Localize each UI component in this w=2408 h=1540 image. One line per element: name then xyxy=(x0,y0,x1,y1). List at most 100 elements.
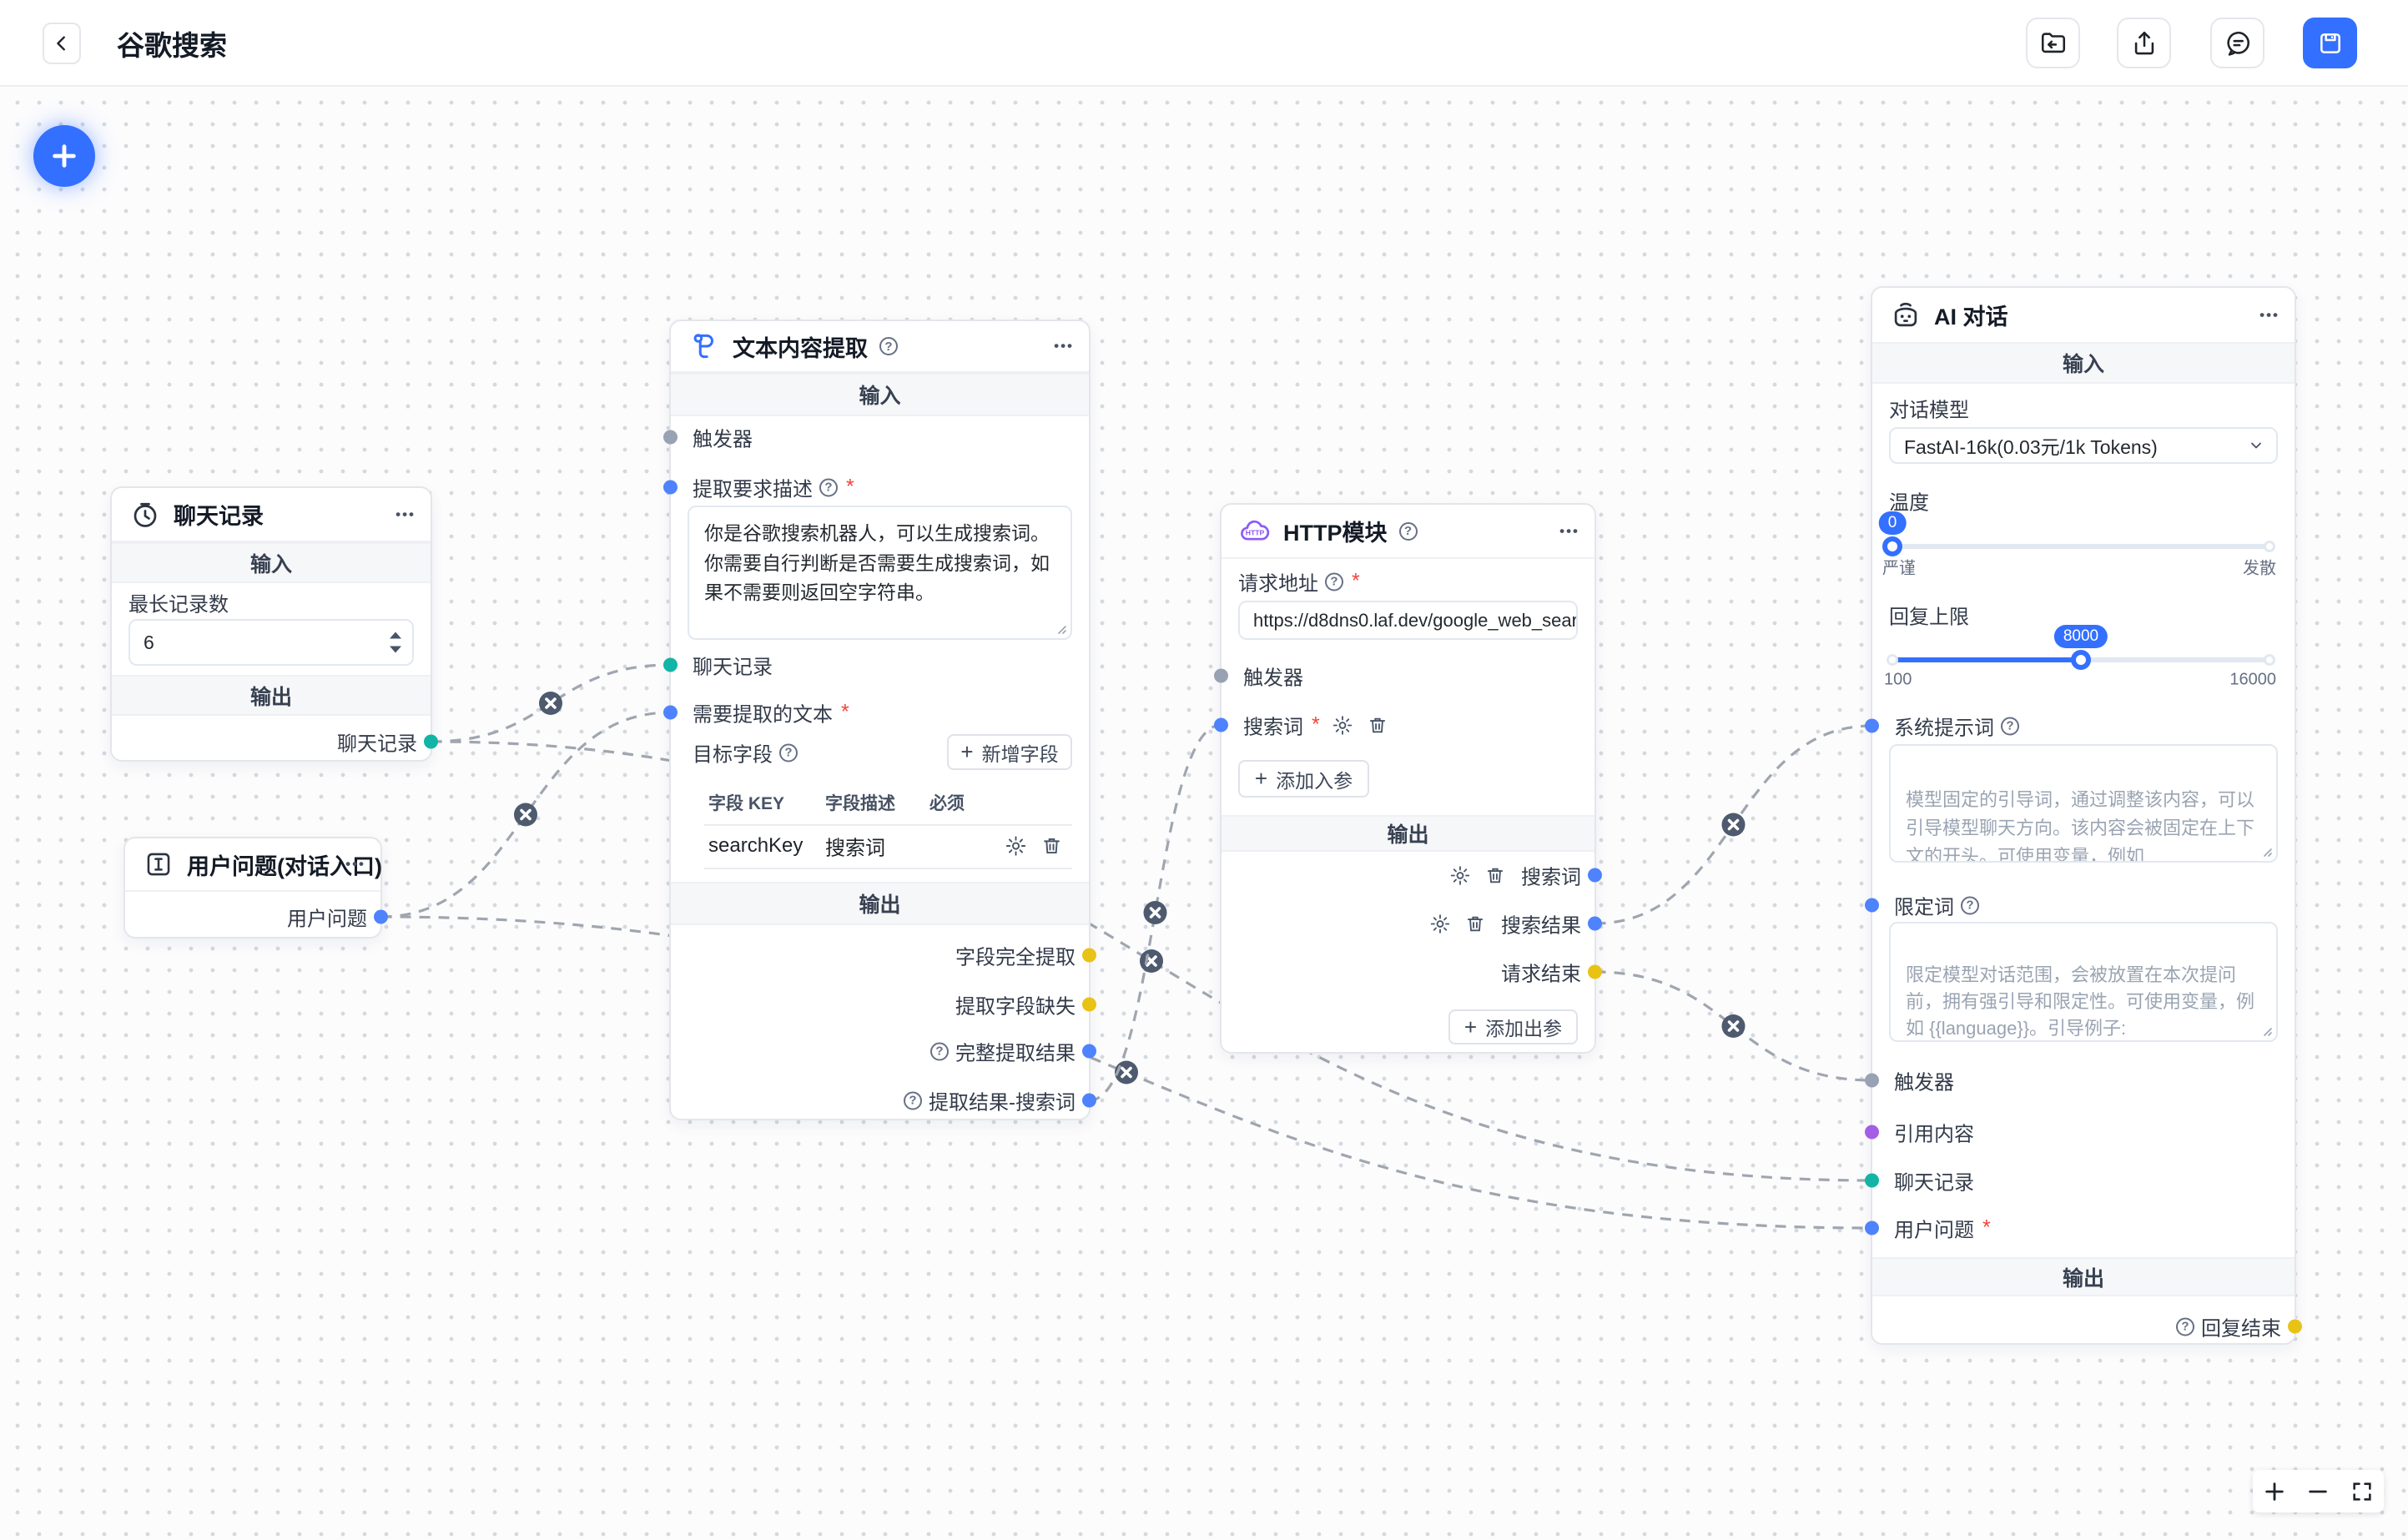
export-button[interactable] xyxy=(2117,18,2171,68)
node-text-extract[interactable]: 文本内容提取 ? ••• 输入 触发器 提取要求描述 ? * 你是谷歌搜索机器人… xyxy=(663,320,1096,1120)
port-extract-trigger[interactable] xyxy=(663,430,678,445)
node-menu-button[interactable]: ••• xyxy=(2259,306,2280,323)
edit-param-button[interactable] xyxy=(1332,714,1353,736)
port-http-search[interactable] xyxy=(1214,717,1228,732)
port-ai-restrict[interactable] xyxy=(1865,898,1879,913)
delete-output-button[interactable] xyxy=(1484,864,1506,886)
port-http-out-result[interactable] xyxy=(1588,916,1602,931)
port-userq-out[interactable] xyxy=(374,909,388,924)
gear-icon xyxy=(1430,913,1450,934)
add-field-button[interactable]: + 新增字段 xyxy=(947,734,1072,770)
input-section-header: 输入 xyxy=(112,542,431,583)
edit-field-button[interactable] xyxy=(1005,835,1027,858)
delete-param-button[interactable] xyxy=(1367,714,1388,736)
port-ai-quote[interactable] xyxy=(1865,1125,1879,1140)
step-up-icon[interactable] xyxy=(389,632,402,640)
model-select[interactable]: FastAI-16k(0.03元/1k Tokens) xyxy=(1889,427,2278,464)
output-row: ? 提取结果-搜索词 xyxy=(904,1086,1076,1115)
output-label: 回复结束 xyxy=(2201,1317,2281,1341)
resize-handle-icon[interactable] xyxy=(2259,844,2273,858)
reply-limit-slider[interactable] xyxy=(1887,650,2275,670)
delete-output-button[interactable] xyxy=(1464,913,1486,934)
port-ai-sysprompt[interactable] xyxy=(1865,718,1879,733)
search-input-row: 搜索词 * xyxy=(1243,711,1388,740)
port-ai-out-end[interactable] xyxy=(2288,1319,2302,1334)
temperature-slider-thumb[interactable] xyxy=(1882,536,1902,556)
gear-icon xyxy=(1332,715,1352,735)
model-value: FastAI-16k(0.03元/1k Tokens) xyxy=(1904,436,2158,458)
chat-test-button[interactable] xyxy=(2210,18,2264,68)
restrict-row: 限定词 ? xyxy=(1894,891,1979,920)
temperature-slider[interactable] xyxy=(1882,536,2275,556)
history-row: 聊天记录 xyxy=(1894,1166,1974,1195)
resize-handle-icon[interactable] xyxy=(2259,1024,2273,1037)
port-extract-desc[interactable] xyxy=(663,480,678,495)
output-row: ? 回复结束 xyxy=(2176,1312,2281,1341)
back-button[interactable] xyxy=(43,23,81,64)
field-desc-cell: 搜索词 xyxy=(825,837,885,860)
port-extract-full[interactable] xyxy=(1082,1044,1096,1059)
node-menu-button[interactable]: ••• xyxy=(395,506,416,522)
save-button[interactable] xyxy=(2303,18,2357,68)
delete-edge-button[interactable] xyxy=(1721,1014,1746,1038)
output-row-history: 聊天记录 xyxy=(337,727,417,757)
port-http-out-end[interactable] xyxy=(1588,964,1602,979)
port-ai-userq[interactable] xyxy=(1865,1220,1879,1236)
zoom-out-button[interactable] xyxy=(2306,1480,2330,1503)
port-extract-missing[interactable] xyxy=(1082,997,1096,1012)
folder-import-icon xyxy=(2041,32,2065,53)
node-user-question[interactable]: 用户问题(对话入口) ••• 用户问题 xyxy=(123,837,388,939)
port-http-trigger[interactable] xyxy=(1214,668,1228,683)
node-menu-button[interactable]: ••• xyxy=(1054,338,1074,354)
port-http-out-search[interactable] xyxy=(1588,868,1602,883)
trigger-row: 触发器 xyxy=(1243,662,1303,691)
output-label: 聊天记录 xyxy=(337,732,417,756)
node-http[interactable]: HTTP HTTP模块 ? ••• 请求地址 ? * https://d8dns… xyxy=(1214,503,1602,1054)
fit-view-button[interactable] xyxy=(2350,1480,2374,1503)
reply-limit-slider-thumb[interactable] xyxy=(2071,650,2091,670)
node-ai-chat[interactable]: AI 对话 ••• 输入 对话模型 FastAI-16k(0.03元/1k To… xyxy=(1865,286,2302,1345)
add-node-button[interactable] xyxy=(33,125,95,187)
svg-text:HTTP: HTTP xyxy=(1246,528,1265,536)
node-menu-button[interactable]: ••• xyxy=(1559,522,1579,539)
delete-edge-button[interactable] xyxy=(1721,813,1746,837)
add-input-param-button[interactable]: + 添加入参 xyxy=(1238,760,1369,798)
resize-handle-icon[interactable] xyxy=(1054,622,1067,635)
edit-output-button[interactable] xyxy=(1449,864,1471,886)
port-extract-complete[interactable] xyxy=(1082,948,1096,963)
output-section-header: 输出 xyxy=(112,675,431,716)
help-icon: ? xyxy=(819,478,838,496)
help-icon: ? xyxy=(1961,896,1979,914)
edit-output-button[interactable] xyxy=(1429,913,1451,934)
system-prompt-textarea[interactable]: 模型固定的引导词，通过调整该内容，可以引导模型聊天方向。该内容会被固定在上下文的… xyxy=(1889,744,2278,863)
delete-edge-button[interactable] xyxy=(539,692,562,715)
max-records-input[interactable]: 6 xyxy=(128,619,414,666)
port-history-out[interactable] xyxy=(424,734,438,749)
desc-textarea[interactable]: 你是谷歌搜索机器人，可以生成搜索词。你需要自行判断是否需要生成搜索词，如果不需要… xyxy=(688,506,1072,640)
delete-edge-button[interactable] xyxy=(514,803,537,827)
url-input[interactable]: https://d8dns0.laf.dev/google_web_search xyxy=(1238,601,1578,640)
field-key-cell: searchKey xyxy=(708,834,804,857)
port-extract-text[interactable] xyxy=(663,705,678,720)
flow-canvas[interactable]: 聊天记录 ••• 输入 最长记录数 6 输出 聊天记录 xyxy=(0,87,2408,1540)
zoom-in-button[interactable] xyxy=(2263,1480,2286,1503)
delete-edge-button[interactable] xyxy=(1140,949,1163,973)
reply-limit-max-label: 16000 xyxy=(2229,670,2276,689)
delete-field-button[interactable] xyxy=(1040,835,1063,858)
port-extract-history[interactable] xyxy=(663,657,678,672)
text-label: 需要提取的文本 xyxy=(693,703,833,727)
port-ai-history[interactable] xyxy=(1865,1173,1879,1188)
number-stepper[interactable] xyxy=(389,632,402,654)
step-down-icon[interactable] xyxy=(389,646,402,654)
plus-icon xyxy=(53,144,76,168)
port-ai-trigger[interactable] xyxy=(1865,1073,1879,1088)
help-icon: ? xyxy=(930,1042,949,1060)
port-extract-searchkey[interactable] xyxy=(1082,1093,1096,1108)
open-app-button[interactable] xyxy=(2026,18,2080,68)
node-menu-button[interactable]: ••• xyxy=(345,856,365,872)
output-label: 搜索结果 xyxy=(1501,914,1581,938)
node-chat-history[interactable]: 聊天记录 ••• 输入 最长记录数 6 输出 聊天记录 xyxy=(110,486,438,762)
add-output-param-button[interactable]: + 添加出参 xyxy=(1448,1009,1578,1044)
delete-edge-button[interactable] xyxy=(1143,901,1167,924)
restrict-textarea[interactable]: 限定模型对话范围，会被放置在本次提问前，拥有强引导和限定性。可使用变量，例如 {… xyxy=(1889,922,2278,1042)
